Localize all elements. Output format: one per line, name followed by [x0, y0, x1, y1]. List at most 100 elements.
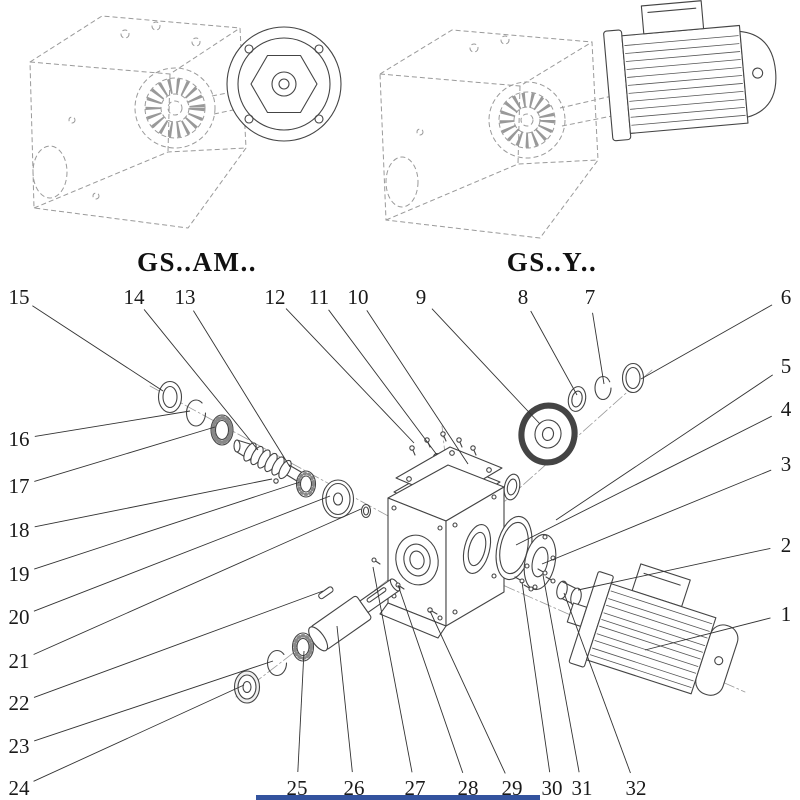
leader-line-12 — [285, 308, 415, 444]
part-wheel-bearing — [503, 473, 521, 501]
motor-fins — [624, 35, 746, 126]
part-output-snap-ring — [266, 649, 288, 677]
part-flange-screws — [514, 568, 556, 592]
leader-line-14 — [143, 309, 259, 451]
part-number-25: 25 — [287, 776, 308, 800]
part-number-28: 28 — [458, 776, 479, 800]
part-number-16: 16 — [9, 427, 30, 451]
part-number-14: 14 — [124, 285, 146, 309]
part-number-18: 18 — [9, 518, 30, 542]
part-number-6: 6 — [781, 285, 792, 309]
exploded-view — [149, 362, 746, 704]
gsy-gearbox-drawing — [379, 0, 777, 239]
part-worm-shaft — [233, 439, 311, 487]
partial-bottom-strip — [256, 795, 540, 800]
part-number-15: 15 — [9, 285, 30, 309]
leader-line-24 — [33, 684, 245, 782]
part-number-17: 17 — [9, 474, 30, 498]
leader-line-28 — [397, 584, 464, 774]
leader-line-20 — [33, 495, 331, 612]
part-cover-bolts — [409, 431, 477, 456]
part-small-screws — [371, 557, 438, 615]
leader-line-10 — [366, 310, 469, 465]
leader-line-32 — [563, 592, 631, 774]
leader-line-22 — [33, 590, 324, 698]
hub-hatching — [145, 78, 205, 138]
part-end-disc — [321, 479, 355, 519]
leader-line-3 — [541, 469, 772, 565]
part-motor-gasket — [495, 515, 533, 581]
part-motor-flange — [523, 533, 557, 591]
gsam-gearbox-drawing — [29, 15, 342, 229]
part-number-1: 1 — [781, 602, 792, 626]
leader-line-2 — [577, 547, 771, 591]
leader-line-30 — [521, 581, 551, 773]
leader-line-29 — [429, 610, 506, 774]
part-number-30: 30 — [542, 776, 563, 800]
part-motor — [566, 563, 739, 696]
part-gear-washer — [567, 386, 587, 412]
leader-line-26 — [336, 625, 353, 773]
leader-line-6 — [640, 304, 773, 380]
variant-label-gsam: GS..AM.. — [137, 247, 257, 277]
motor-fins — [589, 590, 713, 688]
leader-line-27 — [372, 566, 413, 773]
leader-line-1 — [644, 617, 771, 651]
leader-line-4 — [515, 415, 772, 546]
part-number-19: 19 — [9, 562, 30, 586]
part-number-24: 24 — [9, 776, 31, 800]
part-small-ring — [360, 503, 372, 519]
part-number-23: 23 — [9, 734, 30, 758]
part-worm-wheel-gear — [518, 402, 578, 466]
leader-line-13 — [193, 310, 291, 468]
part-pin — [273, 478, 279, 484]
part-number-9: 9 — [416, 285, 427, 309]
part-number-12: 12 — [265, 285, 286, 309]
part-number-29: 29 — [502, 776, 523, 800]
part-number-27: 27 — [405, 776, 426, 800]
part-shaft-key — [318, 586, 334, 600]
part-input-bearing — [210, 414, 234, 446]
variant-label-gsy: GS..Y.. — [507, 247, 598, 277]
part-number-31: 31 — [572, 776, 593, 800]
part-output-bearing — [291, 632, 315, 662]
part-input-snap-ring — [185, 399, 207, 427]
leader-line-25 — [297, 650, 305, 773]
part-input-seal — [157, 380, 183, 414]
leader-line-8 — [530, 310, 578, 396]
part-number-22: 22 — [9, 691, 30, 715]
leader-line-18 — [34, 478, 273, 528]
part-output-seal — [233, 670, 261, 704]
part-number-26: 26 — [344, 776, 365, 800]
part-number-11: 11 — [309, 285, 329, 309]
leader-line-7 — [592, 312, 605, 385]
part-number-20: 20 — [9, 605, 30, 629]
flange-drawing — [226, 26, 342, 142]
part-number-3: 3 — [781, 452, 792, 476]
leader-line-31 — [542, 574, 580, 773]
part-number-7: 7 — [585, 285, 596, 309]
leader-line-17 — [34, 426, 216, 482]
part-number-8: 8 — [518, 285, 529, 309]
part-worm-bearing — [295, 470, 317, 498]
part-housing — [379, 464, 505, 639]
leader-line-21 — [33, 508, 362, 655]
part-number-21: 21 — [9, 649, 30, 673]
leader-line-15 — [32, 305, 164, 392]
leader-line-19 — [34, 481, 301, 570]
hub-hatching — [499, 92, 555, 148]
part-number-5: 5 — [781, 354, 792, 378]
leader-line-23 — [34, 660, 274, 742]
part-number-32: 32 — [626, 776, 647, 800]
leader-line-16 — [34, 410, 191, 437]
part-coupling — [556, 580, 582, 607]
part-retaining-ring — [621, 362, 645, 394]
part-number-10: 10 — [348, 285, 369, 309]
part-number-13: 13 — [175, 285, 196, 309]
motor-drawing — [603, 0, 777, 142]
part-number-2: 2 — [781, 533, 792, 557]
part-number-4: 4 — [781, 397, 792, 421]
